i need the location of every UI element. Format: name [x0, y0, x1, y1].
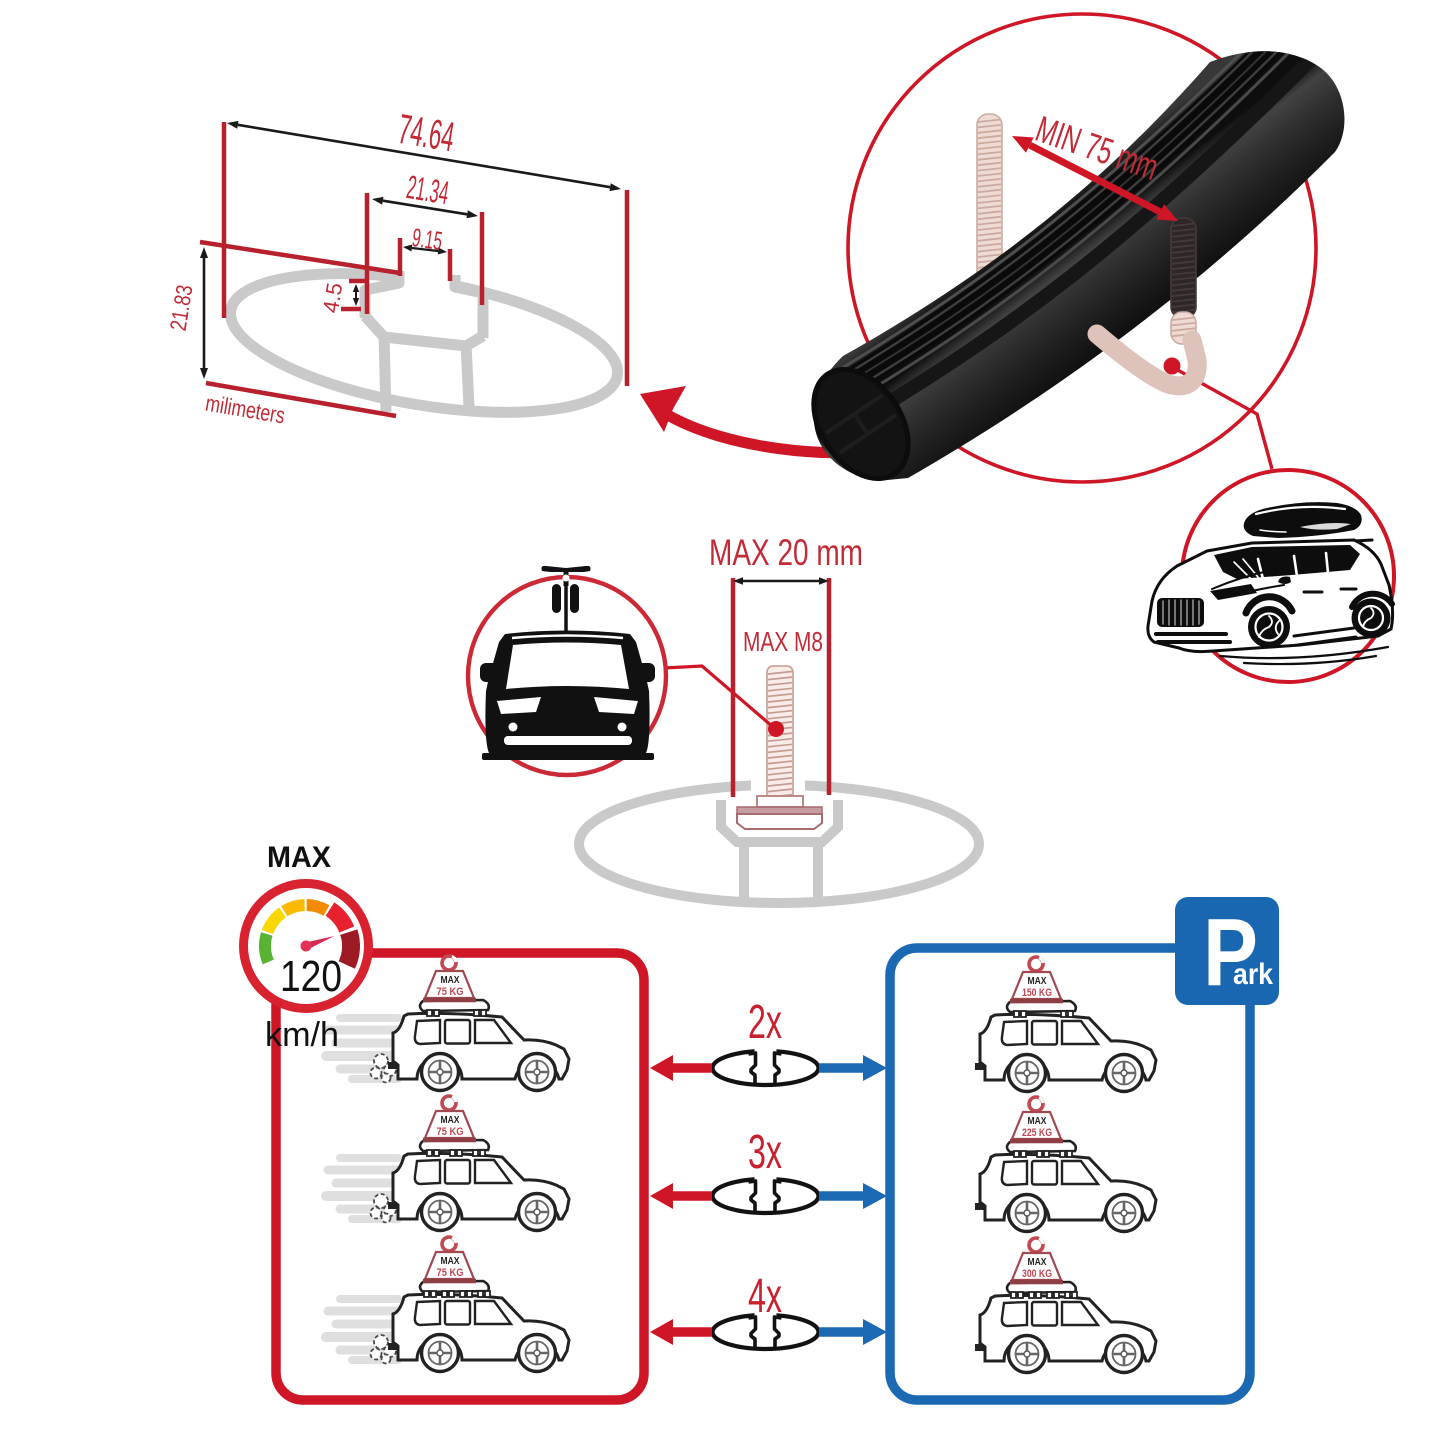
- svg-text:MAX: MAX: [1028, 1116, 1047, 1127]
- svg-text:MAX 20 mm: MAX 20 mm: [709, 532, 863, 573]
- svg-text:MAX: MAX: [1028, 976, 1047, 987]
- svg-text:MAX: MAX: [1028, 1257, 1047, 1268]
- svg-text:150 KG: 150 KG: [1022, 987, 1052, 999]
- svg-text:MAX: MAX: [441, 1256, 460, 1267]
- svg-text:km/h: km/h: [265, 1016, 339, 1054]
- svg-text:3x: 3x: [748, 1126, 782, 1179]
- svg-text:300 KG: 300 KG: [1022, 1268, 1052, 1280]
- svg-text:2x: 2x: [748, 996, 782, 1049]
- svg-text:9.15: 9.15: [410, 222, 444, 256]
- svg-text:ark: ark: [1233, 958, 1273, 991]
- svg-text:74.64: 74.64: [395, 105, 458, 160]
- svg-text:4.5: 4.5: [318, 281, 347, 315]
- svg-text:75 KG: 75 KG: [437, 986, 464, 998]
- svg-text:MAX: MAX: [441, 1115, 460, 1126]
- svg-text:P: P: [1203, 899, 1258, 1006]
- svg-text:MAX: MAX: [441, 975, 460, 986]
- svg-text:75 KG: 75 KG: [437, 1267, 464, 1279]
- svg-text:225 KG: 225 KG: [1022, 1127, 1052, 1139]
- svg-text:21.34: 21.34: [404, 168, 451, 211]
- svg-text:MAX: MAX: [267, 841, 331, 874]
- svg-text:MAX M8: MAX M8: [743, 626, 823, 657]
- svg-text:120: 120: [280, 952, 342, 1001]
- svg-text:75 KG: 75 KG: [437, 1126, 464, 1138]
